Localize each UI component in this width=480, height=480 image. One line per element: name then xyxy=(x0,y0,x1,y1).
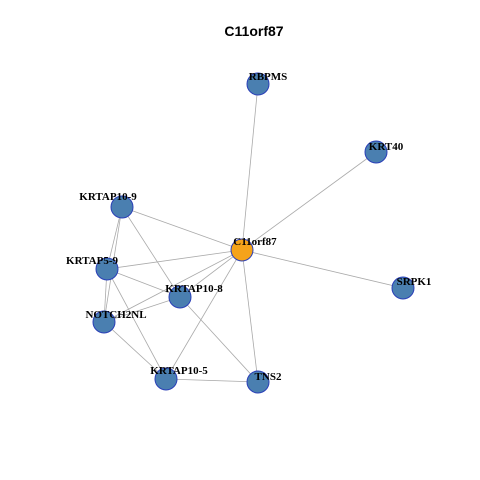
edge-c11orf87-krtap10-5 xyxy=(165,249,243,380)
node-label-notch2nl: NOTCH2NL xyxy=(85,309,146,321)
node-srpk1[interactable] xyxy=(391,276,415,300)
edge-layer xyxy=(103,83,404,383)
edge-c11orf87-rbpms xyxy=(241,83,259,251)
edge-krtap10-5-tns2 xyxy=(165,378,259,383)
node-label-c11orf87: C11orf87 xyxy=(233,236,277,248)
node-label-tns2: TNS2 xyxy=(255,371,282,383)
node-c11orf87[interactable] xyxy=(230,238,254,262)
node-label-krtap5-9: KRTAP5-9 xyxy=(66,255,118,267)
node-rbpms[interactable] xyxy=(246,72,270,96)
graph-title: C11orf87 xyxy=(224,23,283,39)
edge-krtap10-9-krtap10-8 xyxy=(121,206,181,298)
node-layer xyxy=(92,72,415,394)
node-krtap5-9[interactable] xyxy=(95,257,119,281)
edge-krtap5-9-krtap10-8 xyxy=(106,268,181,298)
edge-c11orf87-krtap10-8 xyxy=(179,249,243,298)
node-krtap10-8[interactable] xyxy=(168,285,192,309)
edge-c11orf87-krtap10-9 xyxy=(121,206,243,251)
node-label-krtap10-5: KRTAP10-5 xyxy=(150,365,208,377)
node-label-srpk1: SRPK1 xyxy=(397,276,432,288)
label-layer: C11orf87 RBPMS KRT40KRTAP10-9KRTAP5-9KRTAP… xyxy=(66,71,431,383)
node-notch2nl[interactable] xyxy=(92,310,116,334)
node-krtap10-5[interactable] xyxy=(154,367,178,391)
edge-c11orf87-krt40 xyxy=(241,151,377,251)
edge-c11orf87-tns2 xyxy=(241,249,259,383)
edge-krtap5-9-krtap10-5 xyxy=(106,268,167,380)
edge-notch2nl-krtap10-8 xyxy=(103,296,181,323)
edge-c11orf87-krtap5-9 xyxy=(106,249,243,270)
node-krt40[interactable] xyxy=(364,140,388,164)
node-krtap10-9[interactable] xyxy=(110,195,134,219)
edge-krtap10-8-tns2 xyxy=(179,296,259,383)
node-label-rbpms: RBPMS xyxy=(249,71,288,83)
node-label-krt40: KRT40 xyxy=(369,141,404,153)
node-label-krtap10-9: KRTAP10-9 xyxy=(79,191,137,203)
node-tns2[interactable] xyxy=(246,370,270,394)
edge-c11orf87-srpk1 xyxy=(241,249,404,289)
node-label-krtap10-8: KRTAP10-8 xyxy=(165,283,223,295)
edge-notch2nl-krtap10-5 xyxy=(103,321,167,380)
